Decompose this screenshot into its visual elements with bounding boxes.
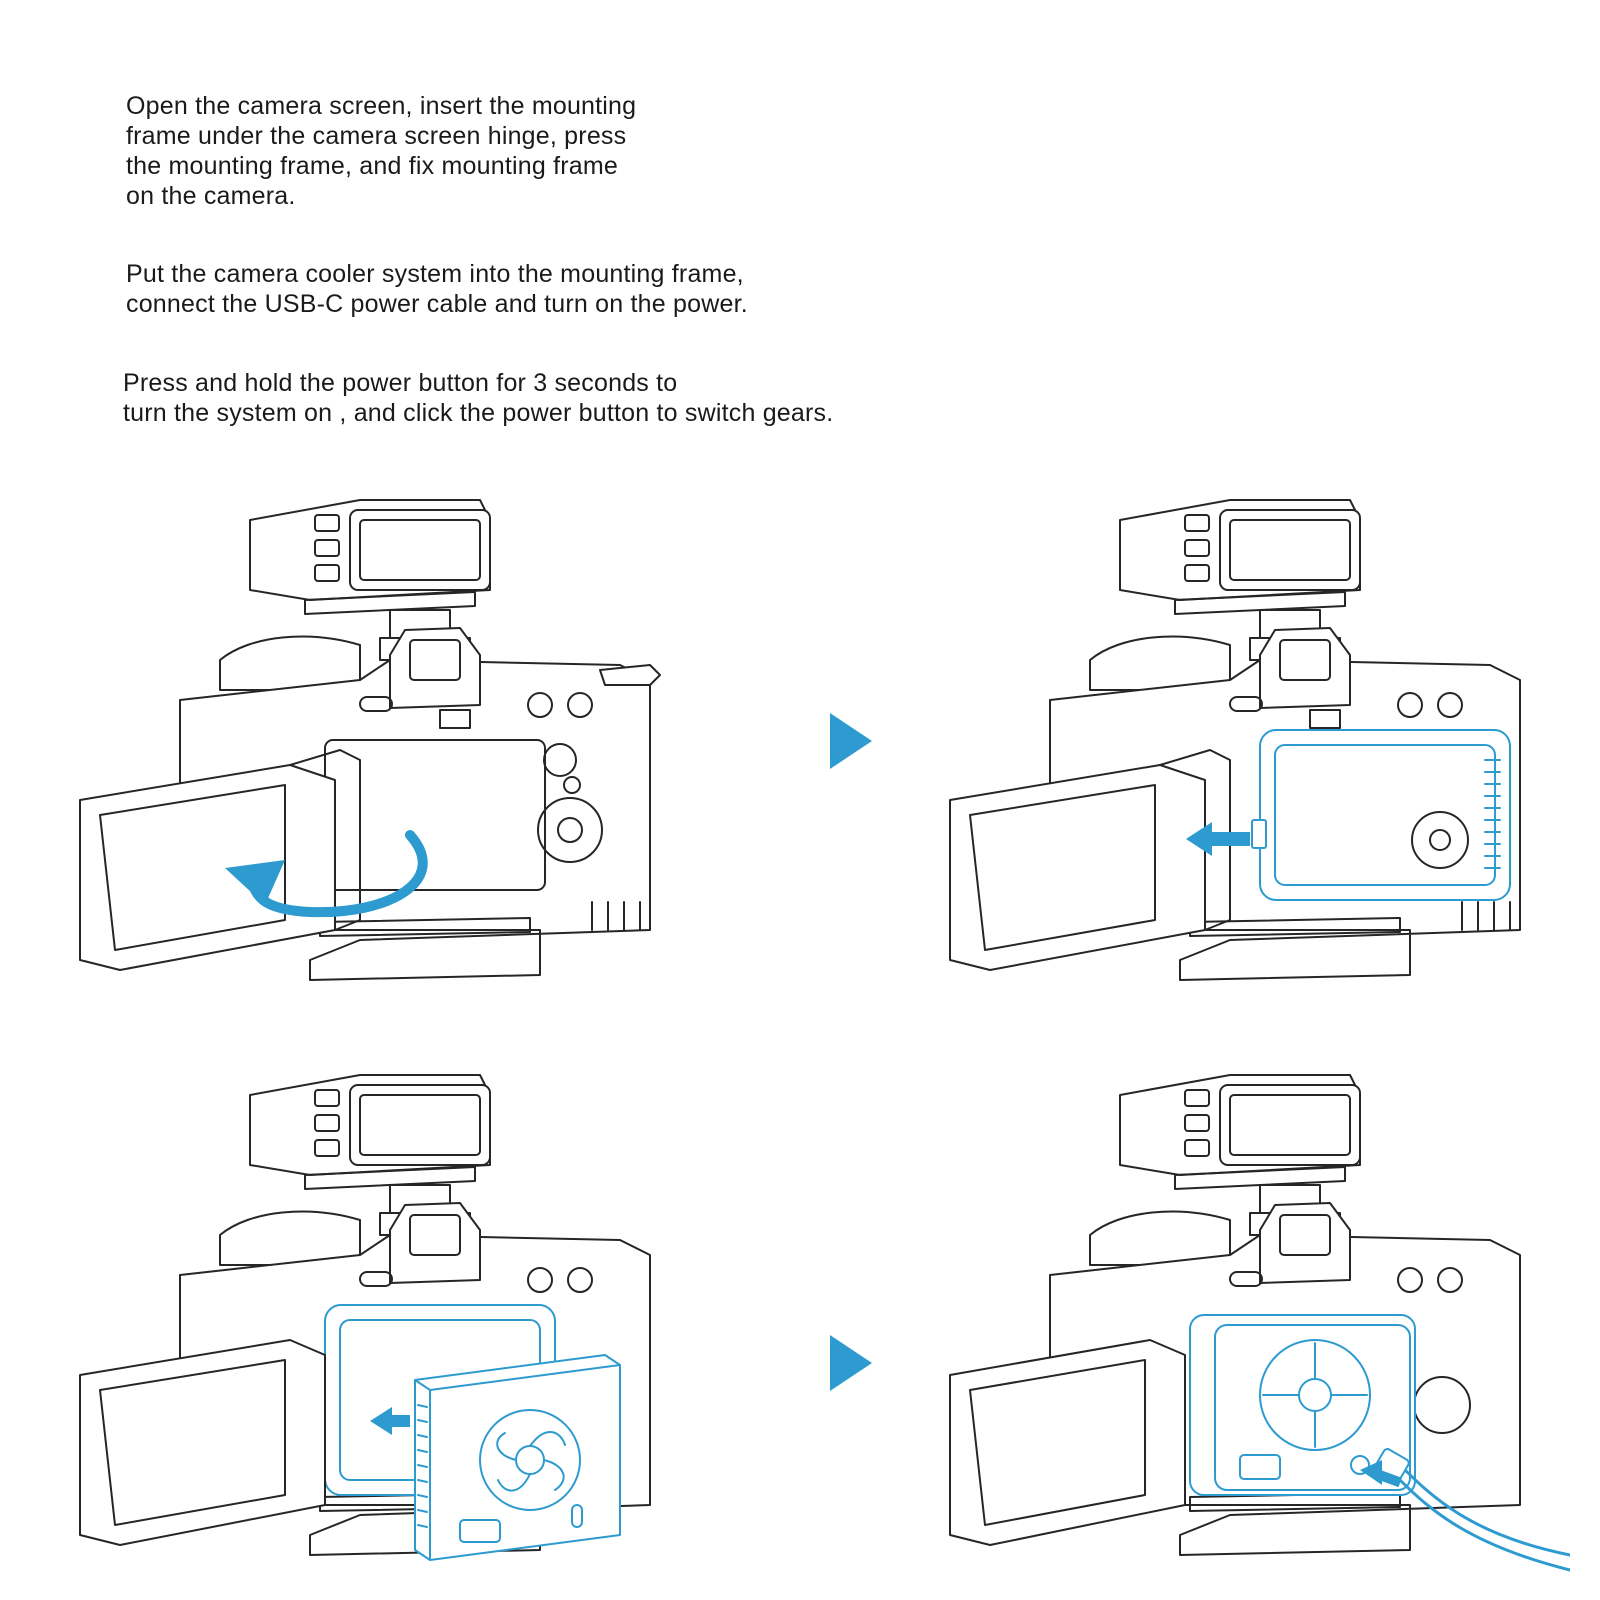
illustration-insert-frame bbox=[930, 460, 1570, 1020]
camera-drawing-cable bbox=[949, 1074, 1570, 1572]
flash-trigger bbox=[1119, 499, 1361, 661]
cooler-unit bbox=[1189, 1314, 1416, 1496]
flash-trigger bbox=[249, 1074, 491, 1236]
camera-drawing-cooler bbox=[79, 1074, 651, 1561]
illustration-insert-cooler bbox=[60, 1035, 700, 1595]
cooler-unit bbox=[414, 1354, 621, 1561]
flip-screen bbox=[79, 749, 361, 971]
illustration-open-screen bbox=[60, 460, 700, 1020]
fan-icon bbox=[479, 1409, 581, 1511]
flip-screen bbox=[949, 749, 1231, 971]
flash-trigger bbox=[1119, 1074, 1361, 1236]
mounting-frame bbox=[1251, 729, 1511, 901]
flip-screen bbox=[79, 1339, 326, 1546]
instruction-step-3: Press and hold the power button for 3 se… bbox=[123, 369, 834, 427]
fan-icon bbox=[1259, 1339, 1371, 1451]
insert-arrow-icon bbox=[370, 1407, 410, 1435]
instruction-step-1: Open the camera screen, insert the mount… bbox=[126, 92, 637, 210]
flip-screen bbox=[949, 1339, 1186, 1546]
camera-drawing-frame bbox=[949, 499, 1521, 981]
instruction-step-2: Put the camera cooler system into the mo… bbox=[126, 260, 748, 318]
illustration-connect-cable bbox=[930, 1035, 1570, 1595]
play-arrow-icon bbox=[828, 1333, 878, 1393]
usb-c-cable-icon bbox=[1350, 1448, 1570, 1572]
rotate-arrow-icon bbox=[225, 830, 428, 918]
play-arrow-icon bbox=[828, 711, 878, 771]
camera-drawing bbox=[79, 499, 661, 981]
insert-arrow-icon bbox=[1186, 822, 1250, 856]
